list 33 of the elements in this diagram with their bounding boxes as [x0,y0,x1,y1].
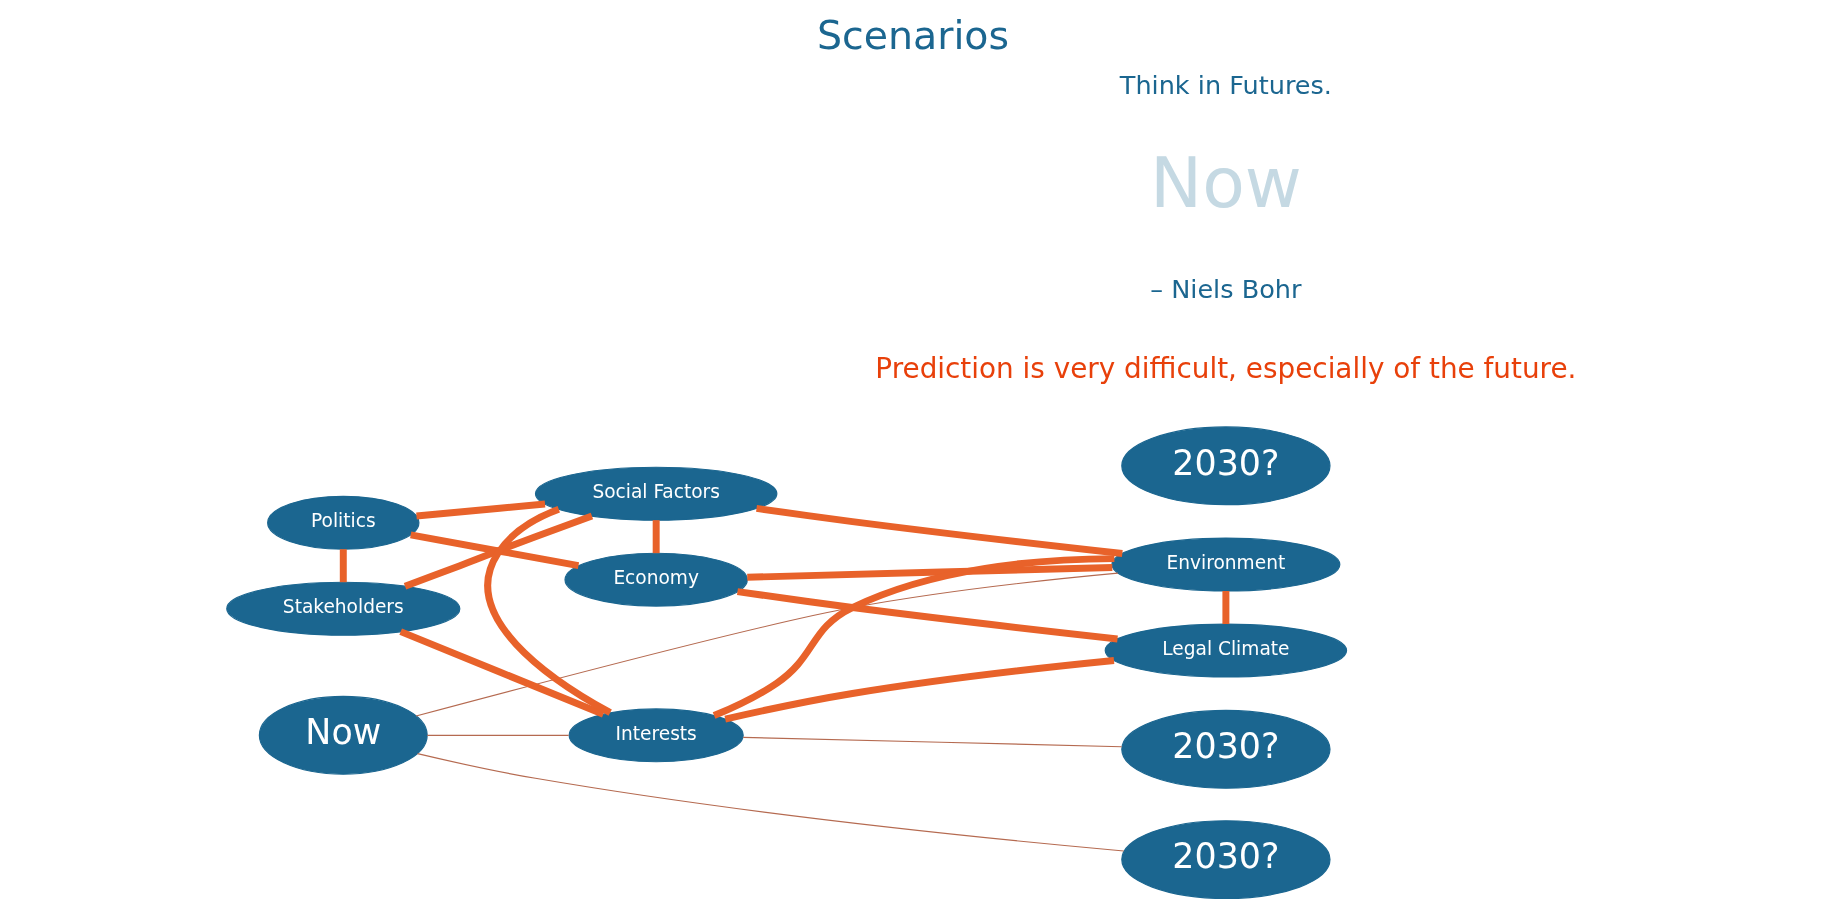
connector [746,564,1112,581]
node-ellipse: Now [258,695,428,775]
diagram-title: Scenarios [816,12,1009,59]
label: – Niels Bohr [1149,274,1301,305]
connector [339,549,347,583]
connector [409,531,579,570]
node-ellipse: Legal Climate [1104,623,1347,678]
connector [415,572,1118,717]
node-ellipse: Interests [568,708,744,763]
node-ellipse: 2030? [1120,709,1331,789]
connector [1221,591,1229,624]
connector [426,734,569,736]
node-ellipse: 2030? [1120,820,1331,900]
node-ellipse: Stakeholders [225,581,460,636]
connector [712,555,1114,719]
connector [415,500,545,520]
connector [398,628,605,718]
label: Now [1149,141,1302,223]
connector [736,588,1118,643]
node-ellipse: Economy [563,552,748,607]
node-ellipse: Environment [1110,537,1340,592]
node-ellipse: 2030? [1120,426,1331,506]
label: Think in Futures. [1119,69,1332,100]
connector [742,736,1122,748]
node-ellipse: Politics [266,495,419,550]
connector [416,753,1124,852]
connector [403,512,593,590]
connector [652,520,660,554]
node-ellipse: Social Factors [534,466,777,521]
connector [755,504,1123,557]
connector [483,506,612,716]
label: Prediction is very difficult, especially of the future. [874,351,1576,385]
connector [723,657,1114,723]
